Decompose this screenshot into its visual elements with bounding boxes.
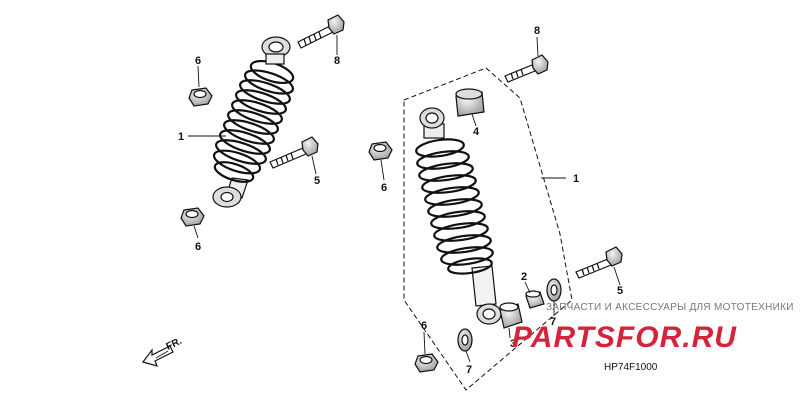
right-washer-a [546, 278, 562, 302]
callout-right-lower-bolt: 5 [617, 285, 623, 297]
watermark-brand: PARTSFOR.RU [512, 321, 737, 354]
left-bottom-nut [180, 207, 205, 227]
left-top-bolt [297, 14, 345, 49]
right-lower-bush [499, 302, 523, 329]
right-shock-absorber [415, 107, 502, 325]
front-direction-arrow: FR. [141, 336, 184, 367]
callout-right-shock: 1 [573, 173, 579, 185]
right-washer-b [457, 328, 473, 352]
right-spring [415, 138, 494, 275]
right-top-bolt [504, 54, 549, 83]
callout-right-top-bolt: 8 [534, 25, 540, 37]
callout-left-bottom-nut: 6 [195, 241, 201, 253]
callout-labels: 1 6 6 8 5 8 4 1 6 2 5 7 3 7 6 [178, 25, 623, 376]
callout-left-top-bolt: 8 [334, 55, 340, 67]
right-exploded-outline [403, 67, 573, 391]
callout-right-bush-lower: 3 [510, 338, 516, 350]
left-spring [212, 59, 295, 183]
right-top-eye [419, 107, 445, 139]
diagram-part-number: HP74F1000 [604, 362, 658, 373]
watermark-tagline: ЗАПЧАСТИ И АКСЕССУАРЫ ДЛЯ МОТОТЕХНИКИ [546, 302, 794, 313]
right-lower-bolt [575, 246, 623, 279]
callout-left-top-nut: 6 [195, 55, 201, 67]
callout-right-washer-a: 7 [550, 316, 556, 328]
left-bottom-eye [212, 186, 242, 208]
right-leader-lines [380, 36, 621, 363]
callout-bottom-nut: 6 [421, 320, 427, 332]
left-leader-lines [188, 35, 338, 239]
callout-left-mid-bolt: 5 [314, 175, 320, 187]
left-top-nut [188, 87, 213, 107]
left-mid-bolt [269, 136, 319, 169]
callout-right-nut: 6 [381, 182, 387, 194]
callout-right-collar: 2 [521, 271, 527, 283]
front-direction-label: FR. [164, 336, 183, 353]
right-nut [368, 141, 393, 161]
bottom-nut [414, 353, 439, 373]
right-collar [525, 290, 545, 309]
watermark: ЗАПЧАСТИ И АКСЕССУАРЫ ДЛЯ МОТОТЕХНИКИ PA… [512, 302, 794, 354]
left-shock-absorber [212, 36, 295, 208]
callout-right-washer-b: 7 [466, 364, 472, 376]
left-top-eye [261, 36, 291, 65]
right-rubber-bushing [455, 88, 485, 117]
callout-right-bushing: 4 [473, 126, 480, 138]
callout-left-shock: 1 [178, 131, 184, 143]
right-bottom-eye [476, 303, 502, 325]
